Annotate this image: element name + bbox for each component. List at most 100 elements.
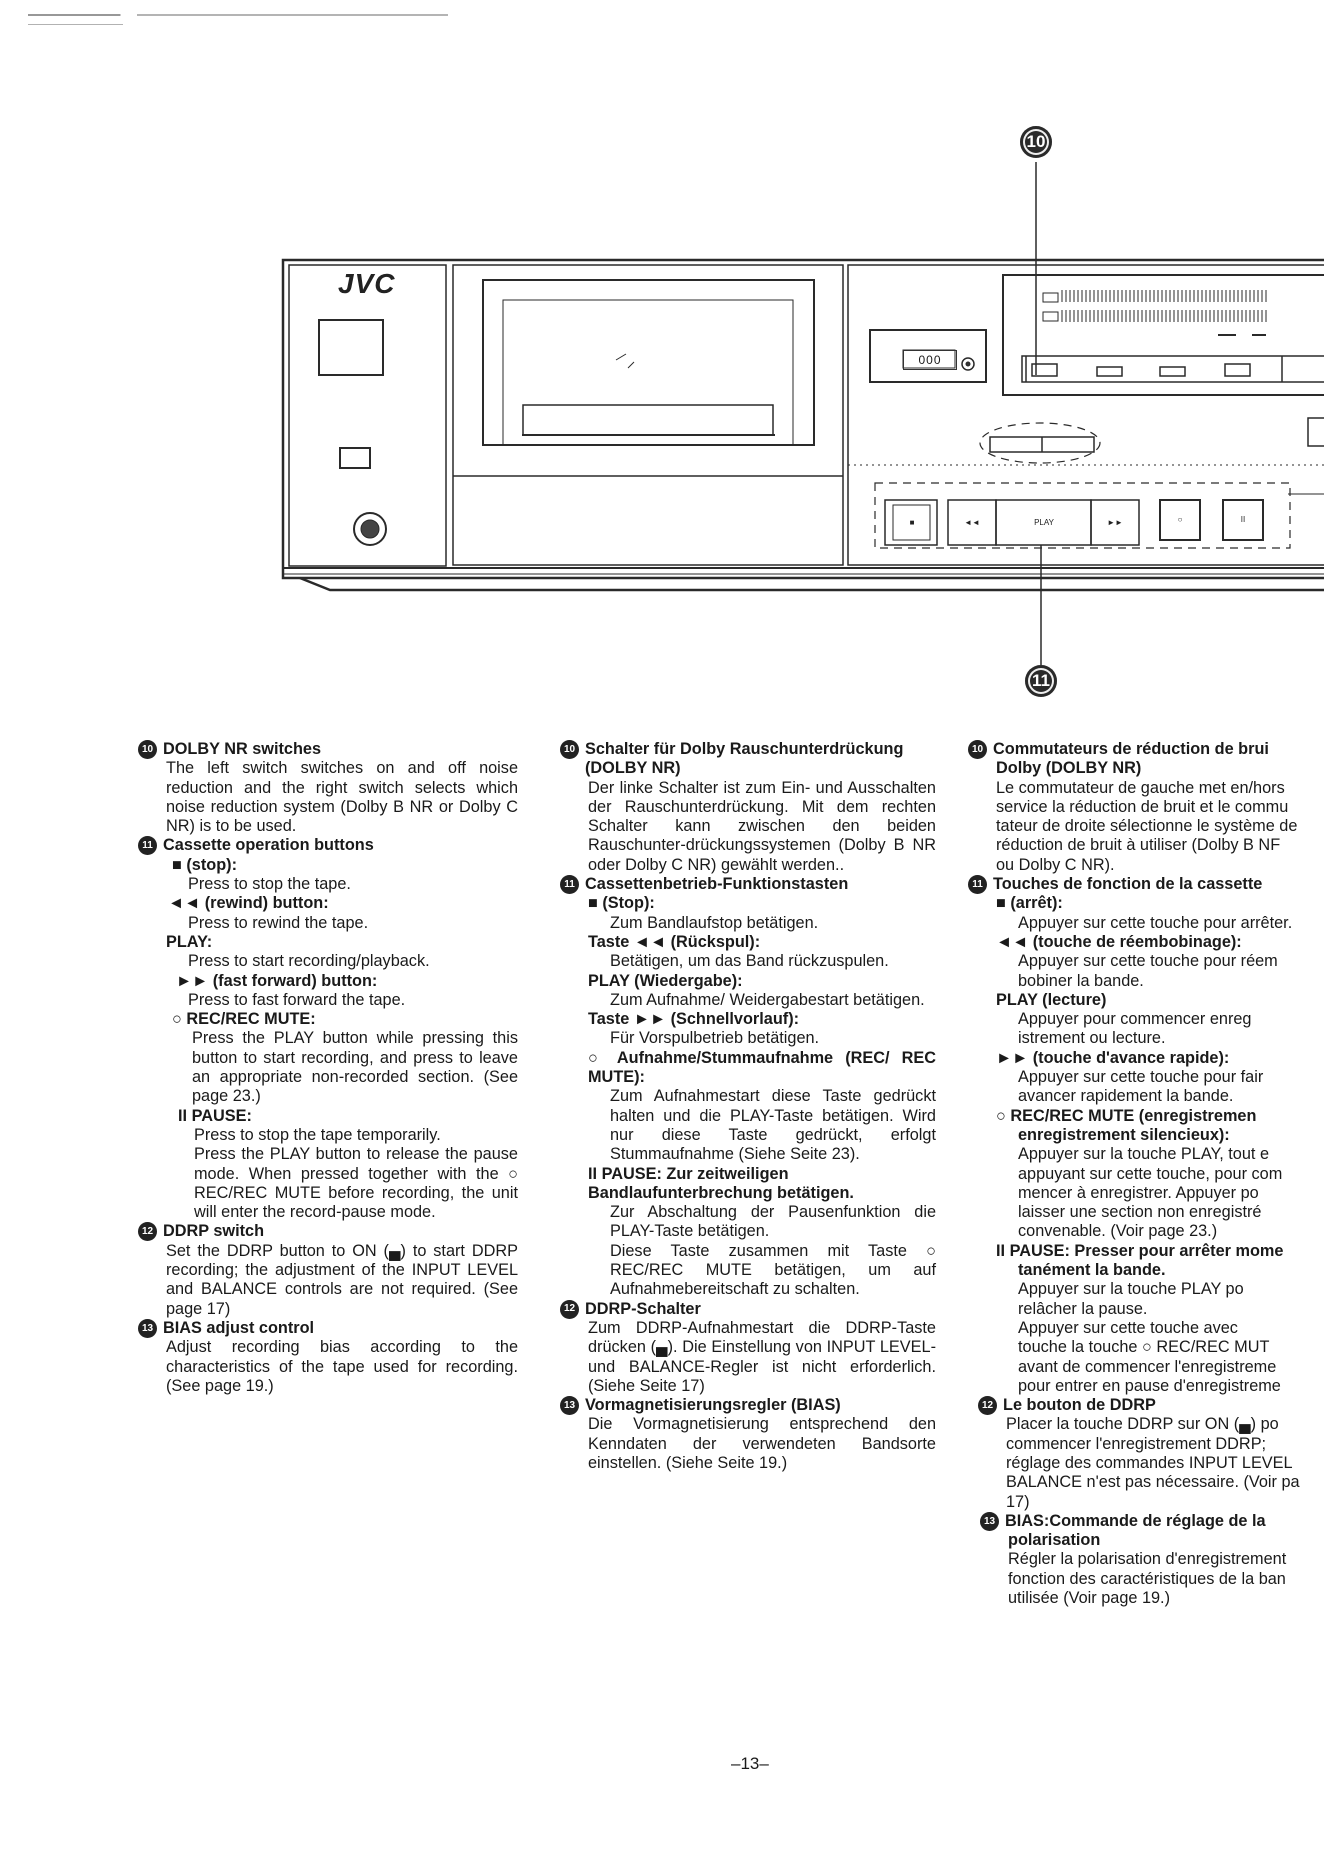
fr-heading-13: 13 BIAS:Commande de réglage de la: [980, 1511, 1324, 1531]
fr-body-13-line1: Régler la polarisation d'enregistrement: [1008, 1550, 1287, 1569]
de-title-10: Schalter für Dolby Rauschunterdrückung (…: [585, 740, 904, 778]
fr-pause-title-1: II PAUSE: Presser pour arrêter mome: [996, 1241, 1284, 1260]
fr-body-12-line4: BALANCE n'est pas nécessaire. (Voir pa: [1006, 1473, 1300, 1492]
callout-11-label: 11: [1032, 671, 1050, 690]
fr-title-12: Le bouton de DDRP: [1003, 1396, 1156, 1415]
en-pause-body-1: Press to stop the tape temporarily.: [194, 1125, 441, 1144]
en-stop-title: ■ (stop):: [172, 855, 237, 874]
fr-num-10: 10: [968, 740, 987, 759]
de-stop-title: ■ (Stop):: [588, 894, 655, 913]
de-num-13: 13: [560, 1396, 579, 1416]
en-num-11: 11: [138, 836, 157, 856]
fr-rec-body-3: mencer à enregistrer. Appuyer po: [1018, 1183, 1259, 1202]
fr-heading-10: 10 Commutateurs de réduction de brui: [968, 740, 1324, 759]
en-title-12: DDRP switch: [163, 1222, 265, 1241]
de-ffwd-title: Taste ►► (Schnellvorlauf):: [588, 1010, 800, 1029]
fr-title-13-line1: BIAS:Commande de réglage de la: [1005, 1511, 1266, 1530]
en-rec-body: Press the PLAY button while pressing thi…: [192, 1029, 518, 1106]
scan-artifact-rule-short: [28, 24, 123, 25]
en-title-11: Cassette operation buttons: [163, 836, 374, 855]
en-pause-body-2: Press the PLAY button to release the pau…: [194, 1145, 518, 1222]
de-rec-title: ○ Aufnahme/Stummaufnahme (REC/ REC MUTE)…: [588, 1048, 936, 1087]
en-play-body: Press to start recording/playback.: [188, 952, 430, 971]
de-rewind-body: Betätigen, um das Band rückzuspulen.: [610, 952, 889, 971]
cassette-deck-figure: JVC 000 10 11 ■ ◄◄ PLAY ►► ○ II: [0, 0, 1324, 720]
de-rewind-title: Taste ◄◄ (Rückspul):: [588, 932, 761, 951]
play-key-label: PLAY: [1034, 518, 1054, 527]
fr-num-13: 13: [980, 1511, 999, 1531]
stop-key-label: ■: [909, 518, 915, 527]
fr-body-12-line5: 17): [1006, 1492, 1030, 1511]
fr-body-12-line3: réglage des commandes INPUT LEVEL: [1006, 1453, 1293, 1472]
en-ffwd-title: ►► (fast forward) button:: [176, 971, 378, 990]
de-title-11: Cassettenbetrieb-Funktionstasten: [585, 875, 849, 894]
fr-play-title: PLAY (lecture): [996, 990, 1107, 1009]
en-body-12: Set the DDRP button to ON (▄) to start D…: [166, 1241, 518, 1318]
en-pause-title: II PAUSE:: [178, 1106, 252, 1125]
fr-num-11: 11: [968, 875, 987, 895]
fr-pause-body-2: relâcher la pause.: [1018, 1299, 1148, 1318]
rewind-key-label: ◄◄: [964, 518, 980, 527]
fr-body-13-line3: utilisée (Voir page 19.): [1008, 1589, 1171, 1608]
de-play-title: PLAY (Wiedergabe):: [588, 971, 743, 990]
fr-rec-title-2: enregistrement silencieux):: [1018, 1125, 1230, 1144]
pause-key-label: II: [1240, 515, 1246, 524]
de-title-13: Vormagnetisierungsregler (BIAS): [585, 1396, 841, 1415]
de-body-13: Die Vormagnetisierung entsprechend den K…: [588, 1415, 936, 1472]
de-ffwd-body: Für Vorspulbetrieb betätigen.: [610, 1029, 820, 1048]
fr-heading-12: 12 Le bouton de DDRP: [978, 1396, 1324, 1416]
german-column: 10 Schalter für Dolby Rauschunterdrückung…: [560, 740, 936, 1473]
fr-play-body-1: Appuyer pour commencer enreg: [1018, 1010, 1252, 1029]
fr-play-body-2: istrement ou lecture.: [1018, 1029, 1166, 1048]
de-body-12: Zum DDRP-Aufnahmestart die DDRP-Taste dr…: [588, 1318, 936, 1395]
en-ffwd-body: Press to fast forward the tape.: [188, 990, 406, 1009]
fr-body-12-line2: commencer l'enregistrement DDRP;: [1006, 1434, 1267, 1453]
fr-ffwd-body-1: Appuyer sur cette touche pour fair: [1018, 1068, 1264, 1087]
fr-pause-body-5: avant de commencer l'enregistreme: [1018, 1357, 1277, 1376]
fr-rec-body-2: appuyant sur cette touche, pour com: [1018, 1164, 1283, 1183]
de-pause-title: II PAUSE: Zur zeitweiligen Bandlaufunter…: [588, 1164, 854, 1202]
en-stop-body: Press to stop the tape.: [188, 875, 351, 894]
en-rec-title: ○ REC/REC MUTE:: [172, 1010, 316, 1029]
de-num-11: 11: [560, 875, 579, 895]
brand-logo: JVC: [338, 268, 396, 299]
fr-num-12: 12: [978, 1396, 997, 1416]
de-num-10: 10: [560, 740, 579, 759]
fr-stop-title: ■ (arrêt):: [996, 894, 1063, 913]
fr-title-10-line2: Dolby (DOLBY NR): [996, 759, 1142, 778]
fr-pause-body-4: touche la touche ○ REC/REC MUT: [1018, 1338, 1270, 1357]
de-heading-10: 10 Schalter für Dolby Rauschunterdrückung…: [560, 740, 936, 779]
french-column: 10 Commutateurs de réduction de brui Dolb…: [968, 740, 1324, 1608]
en-rewind-title: ◄◄ (rewind) button:: [168, 894, 329, 913]
fr-rec-title-1: ○ REC/REC MUTE (enregistremen: [996, 1106, 1257, 1125]
fr-pause-body-6: pour entrer en pause d'enregistreme: [1018, 1376, 1281, 1395]
fr-title-13-line2: polarisation: [1008, 1531, 1101, 1550]
en-num-13: 13: [138, 1318, 157, 1338]
fr-rewind-body-2: bobiner la bande.: [1018, 971, 1144, 990]
fr-body-10-line4: réduction de bruit à utiliser (Dolby B N…: [996, 836, 1281, 855]
fr-rec-body-4: laisser une section non enregistré: [1018, 1203, 1262, 1222]
fr-pause-body-1: Appuyer sur la touche PLAY po: [1018, 1280, 1244, 1299]
fr-body-10-line2: service la réduction de bruit et le comm…: [996, 797, 1289, 816]
fr-ffwd-title: ►► (touche d'avance rapide):: [996, 1048, 1230, 1067]
de-stop-body: Zum Bandlaufstop betätigen.: [610, 913, 819, 932]
de-heading-11: 11 Cassettenbetrieb-Funktionstasten: [560, 875, 936, 895]
page-number: –13–: [731, 1754, 769, 1773]
fr-title-10-line1: Commutateurs de réduction de brui: [993, 740, 1269, 758]
de-pause-body-2: Diese Taste zusammen mit Taste ○ REC/REC…: [610, 1241, 936, 1299]
en-play-title: PLAY:: [166, 932, 213, 951]
fr-rec-body-5: convenable. (Voir page 23.): [1018, 1222, 1218, 1241]
de-title-12: DDRP-Schalter: [585, 1299, 701, 1318]
deck-drawing: [281, 162, 1324, 665]
fr-pause-title-2: tanément la bande.: [1018, 1261, 1166, 1280]
fr-body-10-line1: Le commutateur de gauche met en/hors: [996, 778, 1285, 797]
fr-rewind-body-1: Appuyer sur cette touche pour réem: [1018, 952, 1278, 971]
tape-counter: 000: [903, 350, 957, 370]
fr-title-11: Touches de fonction de la cassette: [993, 875, 1263, 894]
en-body-13: Adjust recording bias according to the c…: [166, 1338, 518, 1395]
fr-stop-body: Appuyer sur cette touche pour arrêter.: [1018, 913, 1293, 932]
de-rec-body: Zum Aufnahmestart diese Taste gedrückt h…: [610, 1087, 936, 1164]
